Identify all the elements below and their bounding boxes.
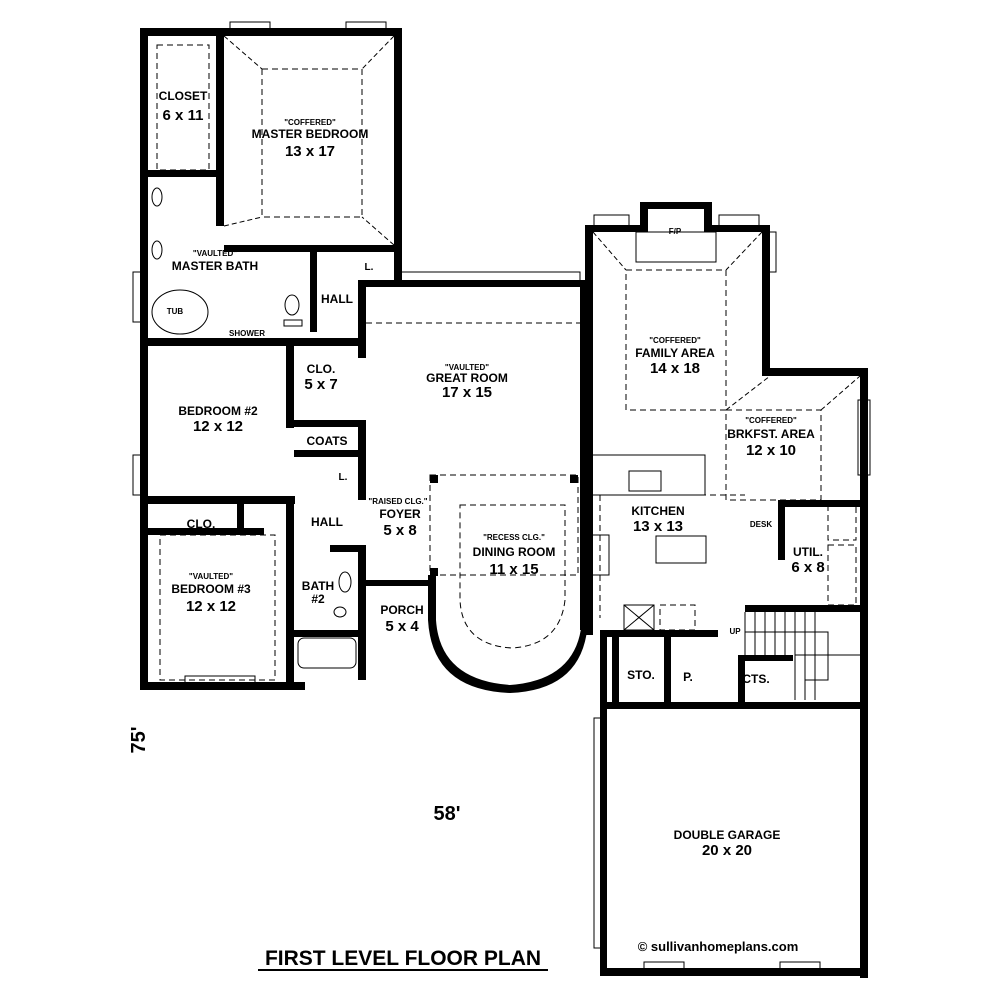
- svg-text:"RECESS CLG.": "RECESS CLG.": [483, 533, 545, 542]
- kitchen-label: KITCHEN: [631, 504, 684, 518]
- svg-text:14 x 18: 14 x 18: [650, 360, 700, 377]
- svg-text:CLO.: CLO.: [187, 517, 216, 531]
- sink-icon: [628, 470, 662, 492]
- walls: [140, 28, 868, 978]
- master-bedroom-label: MASTER BEDROOM: [252, 127, 369, 141]
- closet-label: CLOSET: [159, 89, 208, 103]
- breakfast-area-label: BRKFST. AREA: [727, 427, 815, 441]
- hall-top-label: HALL: [321, 292, 353, 306]
- svg-text:12 x 10: 12 x 10: [746, 442, 796, 459]
- master-bath-label: MASTER BATH: [172, 259, 258, 273]
- kitchen-island: [655, 535, 707, 564]
- stove-icon: [588, 534, 610, 576]
- svg-text:TUB: TUB: [167, 307, 184, 316]
- svg-text:12 x 12: 12 x 12: [193, 418, 243, 435]
- copyright-text: © sullivanhomeplans.com: [638, 939, 799, 954]
- svg-text:DESK: DESK: [750, 520, 772, 529]
- clo-label: CLO.: [307, 362, 336, 376]
- svg-text:20 x 20: 20 x 20: [702, 842, 752, 859]
- cts-label: CTS.: [742, 672, 769, 686]
- utility-label: UTIL.: [793, 545, 823, 559]
- room-labels: CLOSET 6 x 11 "COFFERED" MASTER BEDROOM …: [128, 89, 825, 971]
- porch-label: PORCH: [380, 603, 423, 617]
- svg-text:"RAISED CLG.": "RAISED CLG.": [368, 497, 427, 506]
- family-area-label: FAMILY AREA: [635, 346, 715, 360]
- svg-text:17 x 15: 17 x 15: [442, 384, 492, 401]
- dining-room-label: DINING ROOM: [473, 545, 556, 559]
- svg-text:UP: UP: [729, 627, 741, 636]
- svg-text:5 x 8: 5 x 8: [383, 522, 416, 539]
- hall-mid-label: HALL: [311, 515, 343, 529]
- svg-text:L.: L.: [339, 472, 348, 483]
- ceiling-lines: [156, 35, 861, 681]
- svg-text:6 x 11: 6 x 11: [163, 107, 204, 124]
- bedroom3-label: BEDROOM #3: [171, 582, 251, 596]
- svg-text:"COFFERED": "COFFERED": [284, 118, 336, 127]
- great-room-label: GREAT ROOM: [426, 371, 508, 385]
- stairs: [744, 612, 860, 700]
- svg-text:12 x 12: 12 x 12: [186, 598, 236, 615]
- garage-label: DOUBLE GARAGE: [674, 828, 781, 842]
- fixtures: [151, 187, 860, 700]
- svg-text:"COFFERED": "COFFERED": [745, 416, 797, 425]
- pantry-label: P.: [683, 670, 693, 684]
- width-dimension: 58': [433, 803, 460, 825]
- coats-label: COATS: [306, 434, 347, 448]
- svg-text:"VAULTED": "VAULTED": [445, 363, 489, 372]
- svg-text:"VAULTED": "VAULTED": [189, 572, 233, 581]
- svg-text:13 x 13: 13 x 13: [633, 518, 683, 535]
- plan-title: FIRST LEVEL FLOOR PLAN: [265, 947, 541, 970]
- svg-text:SHOWER: SHOWER: [229, 329, 265, 338]
- svg-text:"VAULTED": "VAULTED": [193, 249, 237, 258]
- svg-text:L.: L.: [365, 262, 374, 273]
- svg-text:11 x 15: 11 x 15: [489, 561, 538, 578]
- bath2-label: BATH: [302, 579, 334, 593]
- svg-text:6 x 8: 6 x 8: [791, 559, 824, 576]
- svg-text:#2: #2: [311, 592, 325, 606]
- svg-text:F/P: F/P: [669, 227, 682, 236]
- svg-text:"COFFERED": "COFFERED": [649, 336, 701, 345]
- foyer-label: FOYER: [379, 507, 421, 521]
- svg-text:13 x 17: 13 x 17: [285, 143, 335, 160]
- tub-icon: [151, 289, 209, 335]
- svg-text:5 x 7: 5 x 7: [304, 376, 337, 393]
- storage-label: STO.: [627, 668, 655, 682]
- svg-text:5 x 4: 5 x 4: [385, 618, 419, 635]
- bedroom2-label: BEDROOM #2: [178, 404, 258, 418]
- depth-dimension: 75': [128, 726, 150, 753]
